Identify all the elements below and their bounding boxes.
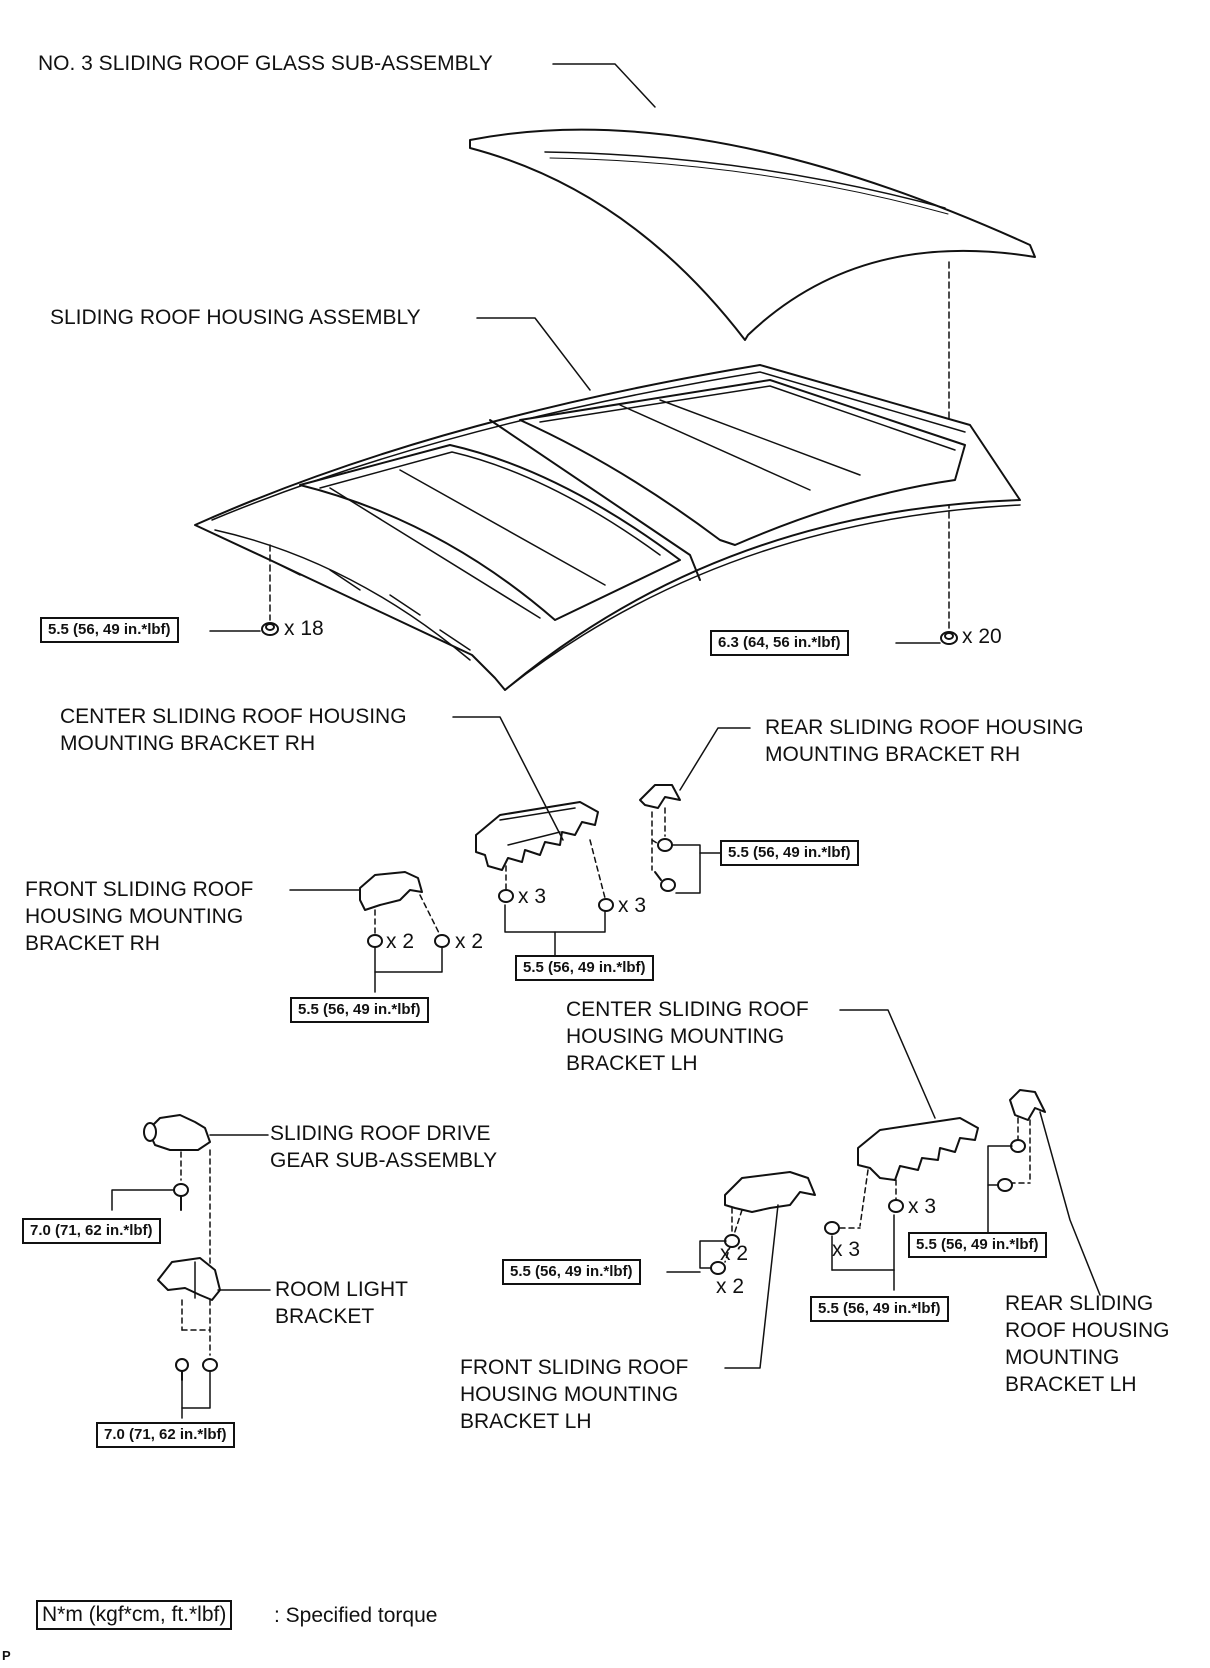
qty-front-lh-b: x 2 xyxy=(716,1275,745,1298)
bolt-icon-drive-gear xyxy=(173,1183,189,1211)
qty-housing-front: x 18 xyxy=(284,617,324,640)
label-rear-lh-bracket: REAR SLIDING ROOF HOUSING MOUNTING BRACK… xyxy=(1005,1292,1170,1396)
nut-icon-housing-rear xyxy=(940,631,958,645)
label-rear-rh-bracket: REAR SLIDING ROOF HOUSING MOUNTING BRACK… xyxy=(765,716,1084,766)
nut-icon-rear-lh xyxy=(1010,1139,1026,1153)
label-front-lh-bracket: FRONT SLIDING ROOF HOUSING MOUNTING BRAC… xyxy=(460,1356,689,1433)
torque-center-rh: 5.5 (56, 49 in.*lbf) xyxy=(515,955,654,981)
qty-center-lh-b: x 3 xyxy=(832,1238,861,1261)
legend-description: : Specified torque xyxy=(274,1604,438,1627)
torque-front-rh: 5.5 (56, 49 in.*lbf) xyxy=(290,997,429,1023)
nut-icon-center-lh xyxy=(888,1199,904,1213)
label-center-rh-bracket: CENTER SLIDING ROOF HOUSING MOUNTING BRA… xyxy=(60,705,407,755)
qty-center-rh-b: x 3 xyxy=(618,894,647,917)
rear-rh-bracket xyxy=(639,784,681,809)
qty-center-rh-a: x 3 xyxy=(518,885,547,908)
rear-roof-opening xyxy=(519,379,966,546)
footer-mark: P xyxy=(2,1648,11,1663)
label-drive-gear: SLIDING ROOF DRIVE GEAR SUB-ASSEMBLY xyxy=(270,1122,498,1172)
qty-front-lh-a: x 2 xyxy=(720,1242,749,1265)
torque-housing-front: 5.5 (56, 49 in.*lbf) xyxy=(40,617,179,643)
qty-center-lh-a: x 3 xyxy=(908,1195,937,1218)
center-rh-bracket xyxy=(475,801,599,871)
bolt-icon-rear-lh xyxy=(997,1178,1013,1192)
torque-rear-lh: 5.5 (56, 49 in.*lbf) xyxy=(908,1232,1047,1258)
bolt-icon-rear-rh xyxy=(654,871,676,892)
legend-unit-box: N*m (kgf*cm, ft.*lbf) xyxy=(36,1600,233,1630)
label-front-rh-bracket: FRONT SLIDING ROOF HOUSING MOUNTING BRAC… xyxy=(25,878,254,955)
front-roof-opening xyxy=(299,444,681,621)
nut-icon-room-light xyxy=(202,1358,218,1372)
roof-housing-frame xyxy=(194,364,1021,691)
torque-center-lh: 5.5 (56, 49 in.*lbf) xyxy=(810,1296,949,1322)
bolt-icon-room-light xyxy=(175,1358,189,1381)
torque-housing-rear: 6.3 (64, 56 in.*lbf) xyxy=(710,630,849,656)
drive-gear-motor xyxy=(143,1114,211,1151)
label-glass-sub-assembly: NO. 3 SLIDING ROOF GLASS SUB-ASSEMBLY xyxy=(38,52,493,75)
qty-front-rh-b: x 2 xyxy=(455,930,484,953)
nut-icon-center-rh xyxy=(498,889,514,903)
rear-lh-bracket xyxy=(1009,1089,1046,1121)
nut-icon-front-rh xyxy=(367,934,383,948)
nut-icon-rear-rh xyxy=(657,838,673,852)
room-light-bracket xyxy=(157,1257,221,1301)
torque-drive-gear: 7.0 (71, 62 in.*lbf) xyxy=(22,1218,161,1244)
torque-rear-rh: 5.5 (56, 49 in.*lbf) xyxy=(720,840,859,866)
front-rh-bracket xyxy=(359,871,423,911)
center-lh-bracket xyxy=(857,1117,979,1181)
front-lh-bracket xyxy=(724,1171,816,1213)
qty-front-rh-a: x 2 xyxy=(386,930,415,953)
bolt-icon-center-rh xyxy=(598,898,614,912)
torque-front-lh: 5.5 (56, 49 in.*lbf) xyxy=(502,1259,641,1285)
label-center-lh-bracket: CENTER SLIDING ROOF HOUSING MOUNTING BRA… xyxy=(566,998,809,1075)
qty-housing-rear: x 20 xyxy=(962,625,1002,648)
label-room-light-bracket: ROOM LIGHT BRACKET xyxy=(275,1278,409,1328)
bolt-icon-front-rh xyxy=(434,934,450,948)
nut-icon-housing-front xyxy=(261,622,279,636)
label-housing-assembly: SLIDING ROOF HOUSING ASSEMBLY xyxy=(50,306,421,329)
torque-room-light: 7.0 (71, 62 in.*lbf) xyxy=(96,1422,235,1448)
bolt-icon-center-lh xyxy=(824,1221,840,1235)
roof-glass-panel xyxy=(469,128,1036,341)
